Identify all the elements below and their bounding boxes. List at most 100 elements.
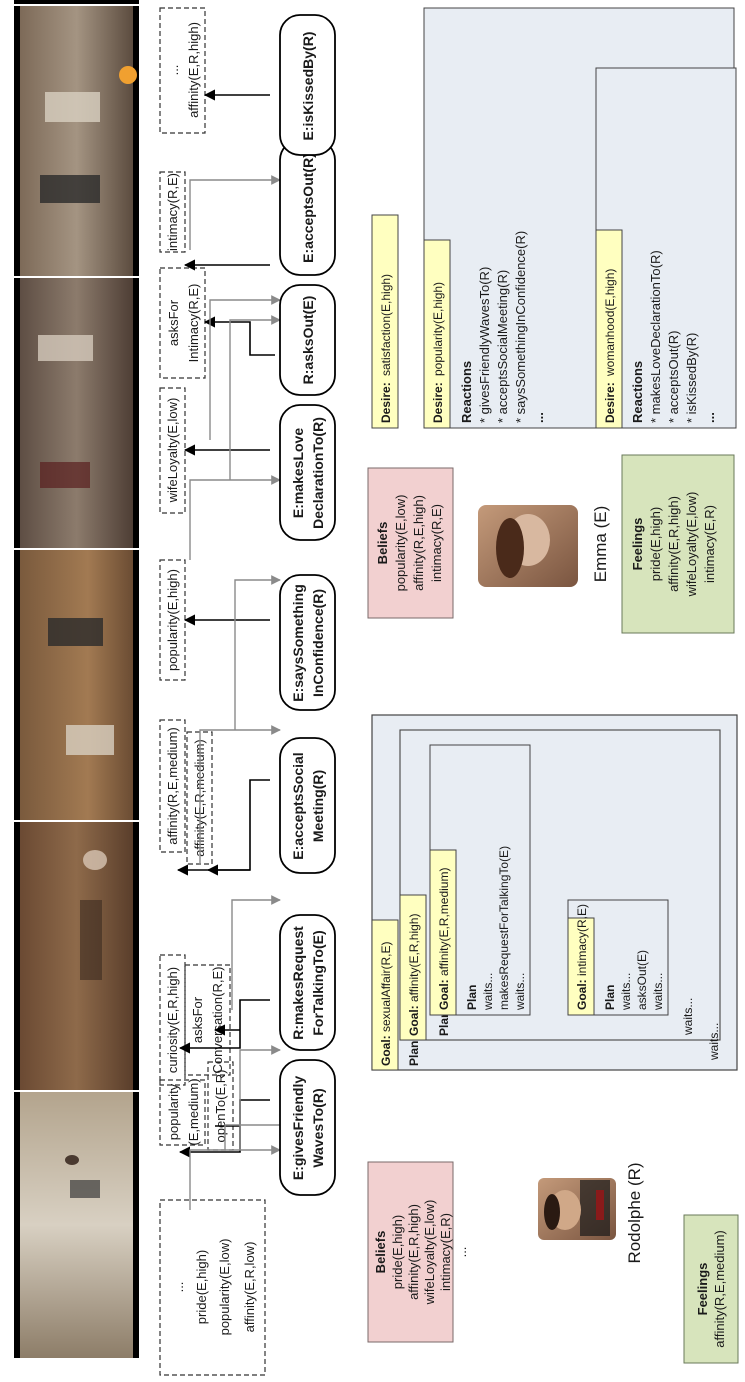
- asks-for-intimacy-line-1: Intimacy(R,E): [186, 284, 201, 363]
- action-2-line2: ForTalkingTo(E): [310, 930, 326, 1035]
- action-box-gives-friendly-waves: [279, 1059, 336, 1196]
- rodolphe-belief-0: pride(E,high): [390, 1215, 405, 1289]
- waits-b: waits...: [707, 1023, 721, 1061]
- reaction-3-0: * makesLoveDeclarationTo(R): [648, 250, 663, 423]
- rodolphe-belief-4: ...: [454, 1247, 469, 1258]
- film-frames: [14, 0, 139, 1358]
- reactions-3-title: Reactions: [630, 361, 645, 423]
- subsubgoal-1-plan-word: Plan: [465, 985, 479, 1010]
- action-box-makes-request: [279, 914, 336, 1051]
- desire-3-box: [595, 229, 623, 429]
- reactions-2-title: Reactions: [459, 361, 474, 423]
- subsubgoal-1-header: [429, 849, 457, 1016]
- emma-feelings-box: [621, 454, 735, 634]
- rodolphe-name: Rodolphe (R): [625, 1162, 644, 1263]
- initial-line-2: popularity(E,low): [217, 1239, 232, 1336]
- desire-1-value: satisfaction(E,high): [379, 274, 393, 376]
- initial-line-3: affinity(E,R,low): [242, 1242, 257, 1333]
- state-box-final: [159, 7, 206, 134]
- scene-frame-4: [14, 278, 139, 548]
- state-box-affinity-medium-1: [159, 719, 186, 853]
- emma-belief-2: intimacy(R,E): [429, 504, 444, 582]
- rodolphe-section: Beliefs pride(E,high) affinity(E,R,high)…: [367, 714, 739, 1364]
- action-5-line1: E:makesLove: [290, 428, 306, 518]
- desire-1-box: [371, 214, 399, 429]
- rodolphe-feelings-title: Feelings: [695, 1263, 710, 1316]
- initial-line-0: ...: [171, 1282, 186, 1293]
- reaction-2-3: ...: [531, 412, 546, 423]
- desire-2-box: [423, 239, 451, 429]
- popularity-high-text: popularity(E,high): [165, 569, 180, 671]
- action-4-line1: E:saysSomething: [290, 584, 306, 701]
- plan1-step-0: waits...: [481, 973, 495, 1011]
- emma-feeling-2: wifeLoyalty(E,low): [684, 492, 699, 598]
- plan2-step-0: waits...: [619, 973, 633, 1011]
- state-box-texts: ... pride(E,high) popularity(E,low) affi…: [165, 22, 257, 1335]
- desire-3-value: womanhood(E,high): [603, 269, 617, 377]
- emma-feelings-title: Feelings: [630, 518, 645, 571]
- emma-feeling-0: pride(E,high): [648, 507, 663, 581]
- final-dots: ...: [166, 65, 181, 76]
- action-3-line1: E:acceptsSocial: [290, 752, 306, 859]
- asks-for-conversation-line-1: Conversation(R,E): [210, 967, 225, 1074]
- desire-2-value: popularity(E,high): [431, 282, 445, 376]
- state-box-curiosity: [159, 954, 186, 1086]
- state-box-wife-loyalty: [159, 387, 186, 514]
- action-5-line2: DeclarationTo(R): [310, 417, 326, 529]
- action-box-makes-love-declaration: [279, 404, 336, 541]
- plan1-step-2: waits...: [513, 973, 527, 1011]
- goal-value: sexualAffair(R,E): [379, 942, 393, 1032]
- scene-frame-3: [14, 550, 139, 820]
- desire-2-label: Desire:: [431, 382, 445, 423]
- popularity-line-0: popularity: [166, 1083, 181, 1140]
- plan2-step-2: waits...: [651, 973, 665, 1011]
- affinity-high-text: affinity(E,R,high): [186, 22, 201, 118]
- rodolphe-belief-1: affinity(E,R,high): [406, 1204, 421, 1300]
- asks-for-intimacy-line-0: asksFor: [166, 299, 181, 346]
- action-8-line1: E:isKissedBy(R): [300, 32, 316, 141]
- action-7-line1: E:acceptsOut(R): [300, 153, 316, 263]
- reaction-2-0: * givesFriendlyWavesTo(R): [477, 267, 492, 423]
- reaction-2-1: * acceptsSocialMeeting(R): [495, 270, 510, 423]
- affinity-medium-1-text: affinity(R,E,medium): [165, 727, 180, 845]
- action-box-asks-out: [279, 284, 336, 396]
- emma-name: Emma (E): [591, 506, 610, 583]
- state-box-popularity: [159, 1079, 206, 1146]
- scene-frame-5: [14, 6, 139, 276]
- wife-loyalty-text: wifeLoyalty(E,low): [165, 398, 180, 504]
- emma-beliefs-box: [367, 467, 454, 619]
- rodolphe-beliefs-title: Beliefs: [373, 1231, 388, 1274]
- rodolphe-beliefs-box: [367, 1161, 454, 1343]
- action-6-line1: R:asksOut(E): [300, 296, 316, 385]
- goal-outer-header: [371, 919, 399, 1071]
- rodolphe-belief-2: wifeLoyalty(E,low): [422, 1200, 437, 1306]
- goal-label: Goal:: [379, 1035, 393, 1066]
- initial-line-1: pride(E,high): [194, 1250, 209, 1324]
- popularity-line-1: (E,medium): [186, 1078, 201, 1145]
- subsubgoal-1-value: affinity(E,R,medium): [437, 868, 451, 976]
- subgoal-label: Goal:: [407, 1005, 421, 1036]
- action-3-line2: Meeting(R): [310, 770, 326, 842]
- emma-feeling-1: affinity(E,R,high): [666, 496, 681, 592]
- asks-for-conversation-line-0: asksFor: [190, 996, 205, 1043]
- state-box-asks-for-conversation: [184, 964, 231, 1076]
- state-box-open-to: [207, 1061, 234, 1151]
- scene-frame-2: [14, 822, 139, 1090]
- action-1-line1: E:givesFriendly: [290, 1076, 306, 1180]
- subsubgoal-2-value: intimacy(R,E): [575, 904, 589, 976]
- open-to-text: openTo(E,R): [213, 1070, 228, 1143]
- scene-frame-6: [14, 0, 139, 4]
- scene-frame-1: [14, 1092, 139, 1358]
- desire-3-label: Desire:: [603, 382, 617, 423]
- rodolphe-belief-3: intimacy(E,R): [438, 1213, 453, 1291]
- action-boxes: E:givesFriendly WavesTo(R) R:makesReques…: [279, 14, 336, 1196]
- plan1-step-1: makesRequestForTalkingTo(E): [497, 846, 511, 1010]
- rodolphe-avatar: [538, 1178, 616, 1240]
- emma-feeling-3: intimacy(E,R): [702, 505, 717, 583]
- action-2-line1: R:makesRequest: [290, 926, 306, 1040]
- reaction-3-2: * isKissedBy(R): [684, 333, 699, 423]
- action-1-line2: WavesTo(R): [310, 1088, 326, 1167]
- waits-a: waits...: [681, 998, 695, 1036]
- curiosity-text: curiosity(E,R,high): [165, 967, 180, 1073]
